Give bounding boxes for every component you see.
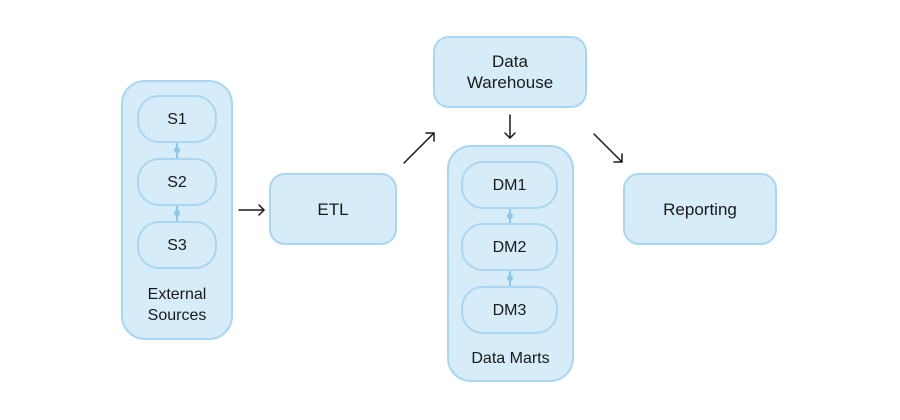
arrow-warehouse-to-marts — [504, 114, 516, 139]
data-mart-node-dm2: DM2 — [461, 223, 558, 271]
source-node-s1: S1 — [137, 95, 217, 143]
arrow-etl-to-warehouse — [403, 132, 435, 164]
source-connector-dot — [174, 210, 180, 216]
data-warehouse-node: Data Warehouse — [433, 36, 587, 108]
data-marts-label: Data Marts — [471, 350, 550, 367]
external-sources-label: External Sources — [147, 286, 207, 324]
source-node-s2: S2 — [137, 158, 217, 206]
reporting-node: Reporting — [623, 173, 777, 245]
data-mart-connector-dot — [507, 275, 513, 281]
data-mart-node-dm3: DM3 — [461, 286, 558, 334]
source-connector-dot — [174, 147, 180, 153]
data-mart-node-dm1: DM1 — [461, 161, 558, 209]
arrow-marts-to-reporting — [593, 133, 623, 163]
source-node-s3: S3 — [137, 221, 217, 269]
data-mart-connector-dot — [507, 213, 513, 219]
arrow-sources-to-etl — [238, 204, 265, 216]
etl-node: ETL — [269, 173, 397, 245]
